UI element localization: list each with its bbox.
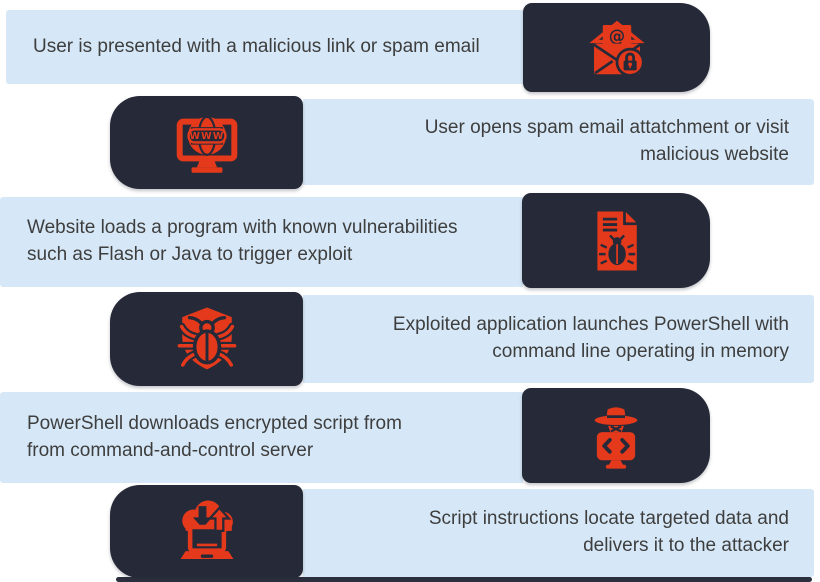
step-1-icon-box: @ xyxy=(523,3,710,92)
step-2-bar: User opens spam email attatchment or vis… xyxy=(303,99,814,185)
step-3-icon-box xyxy=(522,193,710,288)
step-text-line: malicious website xyxy=(640,144,789,165)
spam-email-lock-icon: @ xyxy=(588,20,645,77)
svg-text:@: @ xyxy=(608,26,624,45)
step-text-line: Exploited application launches PowerShel… xyxy=(392,314,789,336)
step-1-bar: User is presented with a malicious link … xyxy=(6,10,523,84)
cloud-exfiltration-laptop-icon xyxy=(180,500,233,559)
step-text-line: PowerShell downloads encrypted script fr… xyxy=(27,412,402,434)
exploit-document-bug-icon xyxy=(597,210,637,271)
step-text-line: User opens spam email attatchment or vis… xyxy=(424,117,789,139)
step-text-line: Script instructions locate targeted data… xyxy=(428,508,789,530)
step-3-bar: Website loads a program with known vulne… xyxy=(0,197,523,287)
step-5-bar: PowerShell downloads encrypted script fr… xyxy=(0,392,523,483)
step-5-text: PowerShell downloads encrypted script fr… xyxy=(0,411,408,464)
step-5-icon-box xyxy=(522,388,710,483)
step-text-line: delivers it to the attacker xyxy=(583,535,789,556)
bottom-shadow-strip xyxy=(116,577,812,582)
svg-text:WWW: WWW xyxy=(189,131,224,142)
hacker-terminal-icon xyxy=(594,406,638,469)
step-text-line: command line operating in memory xyxy=(492,341,789,362)
step-text-line: from command-and-control server xyxy=(27,439,314,461)
step-text-line: Website loads a program with known vulne… xyxy=(27,217,458,239)
step-4-bar: Exploited application launches PowerShel… xyxy=(303,295,814,383)
step-2-text: User opens spam email attatchment or vis… xyxy=(419,115,814,168)
shield-bug-icon xyxy=(175,307,238,370)
malicious-website-monitor-icon: WWW xyxy=(176,115,237,173)
step-6-icon-box xyxy=(110,485,303,578)
step-text-line: such as Flash or Java to trigger exploit xyxy=(27,244,353,265)
step-1-text: User is presented with a malicious link … xyxy=(6,34,486,61)
step-text-line: User is presented with a malicious link … xyxy=(33,35,480,57)
step-4-icon-box xyxy=(110,292,303,386)
step-2-icon-box: WWW xyxy=(110,96,303,189)
step-6-bar: Script instructions locate targeted data… xyxy=(303,489,814,577)
step-4-text: Exploited application launches PowerShel… xyxy=(387,312,814,365)
step-3-text: Website loads a program with known vulne… xyxy=(0,215,464,268)
step-6-text: Script instructions locate targeted data… xyxy=(423,506,814,559)
